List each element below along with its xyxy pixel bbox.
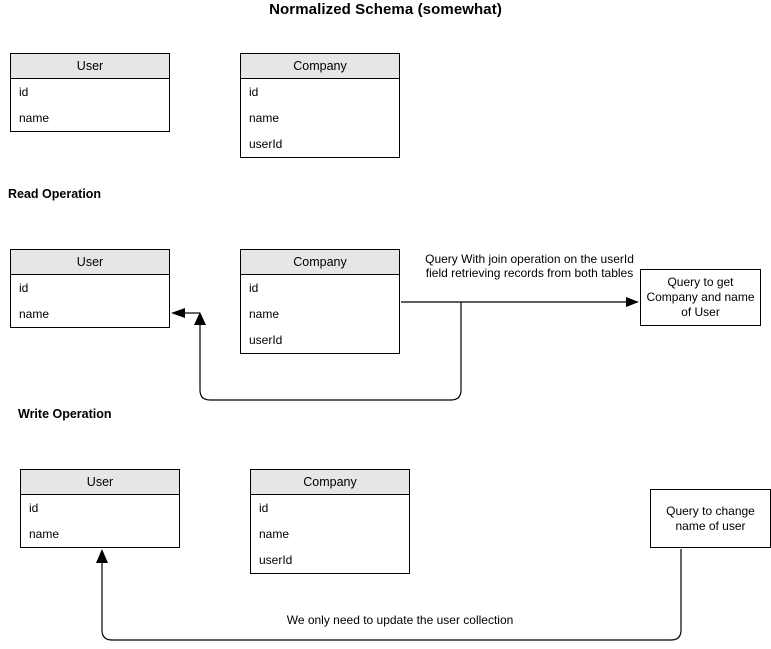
entity-header-company: Company <box>241 250 399 275</box>
arrowhead-left-icon <box>171 308 185 318</box>
note-read-query-text: Query to get Company and name of User <box>646 275 755 319</box>
entity-field: userId <box>249 333 283 347</box>
entity-field: id <box>19 85 29 99</box>
entity-field: name <box>19 111 50 125</box>
entity-fields-user: id name <box>11 79 169 131</box>
entity-company-schema[interactable]: Company id name userId <box>240 53 400 158</box>
entity-field: id <box>29 501 39 515</box>
entity-fields-company: id name userId <box>241 79 399 157</box>
entity-company-write[interactable]: Company id name userId <box>250 469 410 574</box>
arrowhead-up-icon <box>194 312 206 325</box>
entity-fields-company: id name userId <box>251 495 409 573</box>
entity-fields-user: id name <box>21 495 179 547</box>
entity-company-read[interactable]: Company id name userId <box>240 249 400 354</box>
entity-field: name <box>29 527 60 541</box>
note-write-query[interactable]: Query to change name of user <box>650 489 771 548</box>
entity-field: id <box>259 501 269 515</box>
entity-field: id <box>19 281 29 295</box>
entity-header-user: User <box>21 470 179 495</box>
entity-header-user: User <box>11 250 169 275</box>
edge-label-update-note: We only need to update the user collecti… <box>286 613 514 627</box>
connector-company-to-read-query <box>401 297 639 307</box>
entity-header-user: User <box>11 54 169 79</box>
entity-field: name <box>249 307 280 321</box>
section-title-read: Read Operation <box>8 187 102 201</box>
entity-field: userId <box>249 137 283 151</box>
section-title-write: Write Operation <box>18 407 112 421</box>
edge-label-join-query: Query With join operation on the userId … <box>425 252 634 280</box>
page-title: Normalized Schema (somewhat) <box>269 1 502 18</box>
entity-field: id <box>249 281 259 295</box>
entity-field: id <box>249 85 259 99</box>
connector-join-to-user-arrowhead <box>171 308 200 318</box>
entity-header-company: Company <box>241 54 399 79</box>
entity-field: name <box>249 111 280 125</box>
note-read-query[interactable]: Query to get Company and name of User <box>640 269 761 326</box>
note-write-query-text: Query to change name of user <box>666 503 755 533</box>
entity-header-company: Company <box>251 470 409 495</box>
entity-field: name <box>19 307 50 321</box>
entity-field: userId <box>259 553 293 567</box>
arrowhead-up-icon <box>96 549 108 563</box>
entity-user-read[interactable]: User id name <box>10 249 170 328</box>
entity-fields-company: id name userId <box>241 275 399 353</box>
entity-user-schema[interactable]: User id name <box>10 53 170 132</box>
entity-field: name <box>259 527 290 541</box>
entity-fields-user: id name <box>11 275 169 327</box>
arrowhead-right-icon <box>626 297 639 307</box>
entity-user-write[interactable]: User id name <box>20 469 180 548</box>
